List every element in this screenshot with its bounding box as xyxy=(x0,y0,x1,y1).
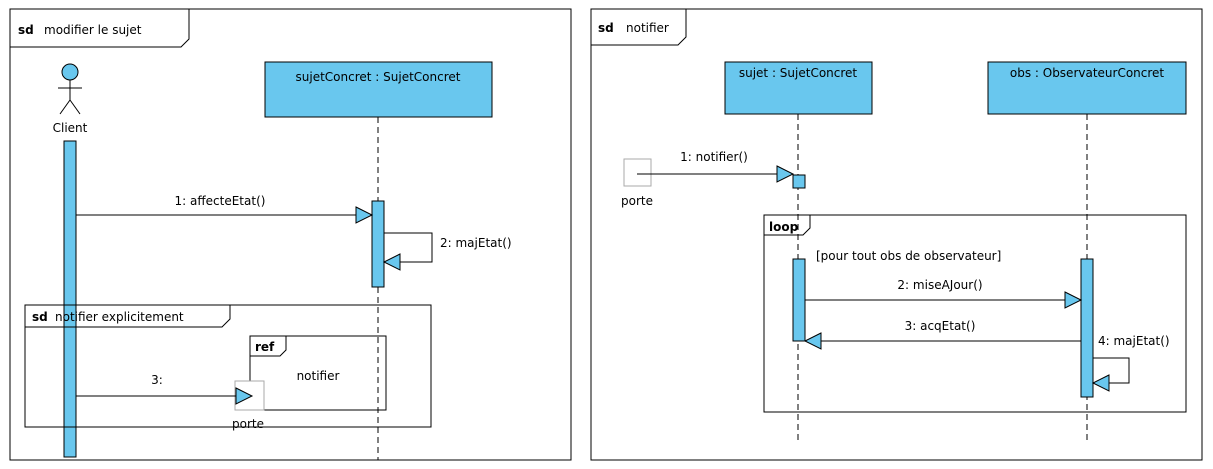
msg1-notifier-arrowhead xyxy=(776,165,795,183)
msg2-miseajour-arrowhead xyxy=(1064,291,1083,309)
msg4-majetat-arrowhead xyxy=(1091,374,1110,392)
ref-notifier-frame xyxy=(249,335,387,411)
obs-lifeline-label: obs : ObservateurConcret xyxy=(1010,66,1165,80)
loop-guard: [pour tout obs de observateur] xyxy=(816,249,1001,263)
msg3-acqetat-label: 3: acqEtat() xyxy=(905,319,976,333)
ref-keyword: ref xyxy=(255,340,275,354)
ref-tab xyxy=(249,335,287,357)
right-frame-label-tab xyxy=(590,8,687,46)
notifier-explicitement-tab xyxy=(24,304,231,328)
sujetconcret-lifeline-head xyxy=(264,61,493,118)
ref-title: notifier xyxy=(297,369,340,383)
msg2-arrowhead xyxy=(382,253,401,271)
right-frame-keyword: sd xyxy=(598,21,614,35)
loop-tab xyxy=(763,214,811,236)
left-frame-border xyxy=(9,8,572,461)
msg2-miseajour-label: 2: miseAJour() xyxy=(897,278,982,292)
right-frame-title: notifier xyxy=(626,21,669,35)
right-frame-border xyxy=(590,8,1203,461)
left-frame-title: modifier le sujet xyxy=(44,23,142,37)
msg3-acqetat-arrowhead xyxy=(803,332,822,350)
loop-keyword: loop xyxy=(769,220,799,234)
client-actor-icon xyxy=(58,63,82,115)
msg1-notifier-label: 1: notifier() xyxy=(680,150,748,164)
right-gate-porte xyxy=(623,158,652,187)
msg1-arrowhead xyxy=(355,206,374,224)
sujet-lifeline-label: sujet : SujetConcret xyxy=(739,66,858,80)
left-sequence-diagram: sd modifier le sujet Client sujetConcret… xyxy=(9,8,572,461)
loop-frame xyxy=(763,214,1187,413)
msg2-label: 2: majEtat() xyxy=(440,236,512,250)
obs-lifeline-head xyxy=(987,61,1187,115)
left-frame-label-tab xyxy=(9,8,190,48)
sujet-activation-bar-1 xyxy=(792,174,806,189)
right-sequence-diagram: sd notifier sujet : SujetConcret obs : O… xyxy=(590,8,1203,461)
sujet-activation-bar-2 xyxy=(792,258,806,342)
obs-activation-bar xyxy=(1080,258,1094,398)
client-activation-bar xyxy=(63,140,77,458)
left-frame-keyword: sd xyxy=(18,23,34,37)
msg4-majetat-label: 4: majEtat() xyxy=(1098,334,1170,348)
msg3-arrowhead xyxy=(235,387,254,405)
inner-frame-title: notifier explicitement xyxy=(55,310,184,324)
inner-frame-keyword: sd xyxy=(32,310,48,324)
sujetconcret-lifeline-label: sujetConcret : SujetConcret xyxy=(296,70,461,84)
msg2-majetat-line xyxy=(384,232,433,263)
msg4-majetat-line xyxy=(1093,357,1130,384)
sujetconcret-activation-bar xyxy=(371,200,385,288)
right-gate-label: porte xyxy=(621,194,653,208)
client-actor-label: Client xyxy=(53,121,88,135)
msg1-label: 1: affecteEtat() xyxy=(175,194,266,208)
msg3-label: 3: xyxy=(151,373,163,387)
left-gate-label: porte xyxy=(232,417,264,431)
